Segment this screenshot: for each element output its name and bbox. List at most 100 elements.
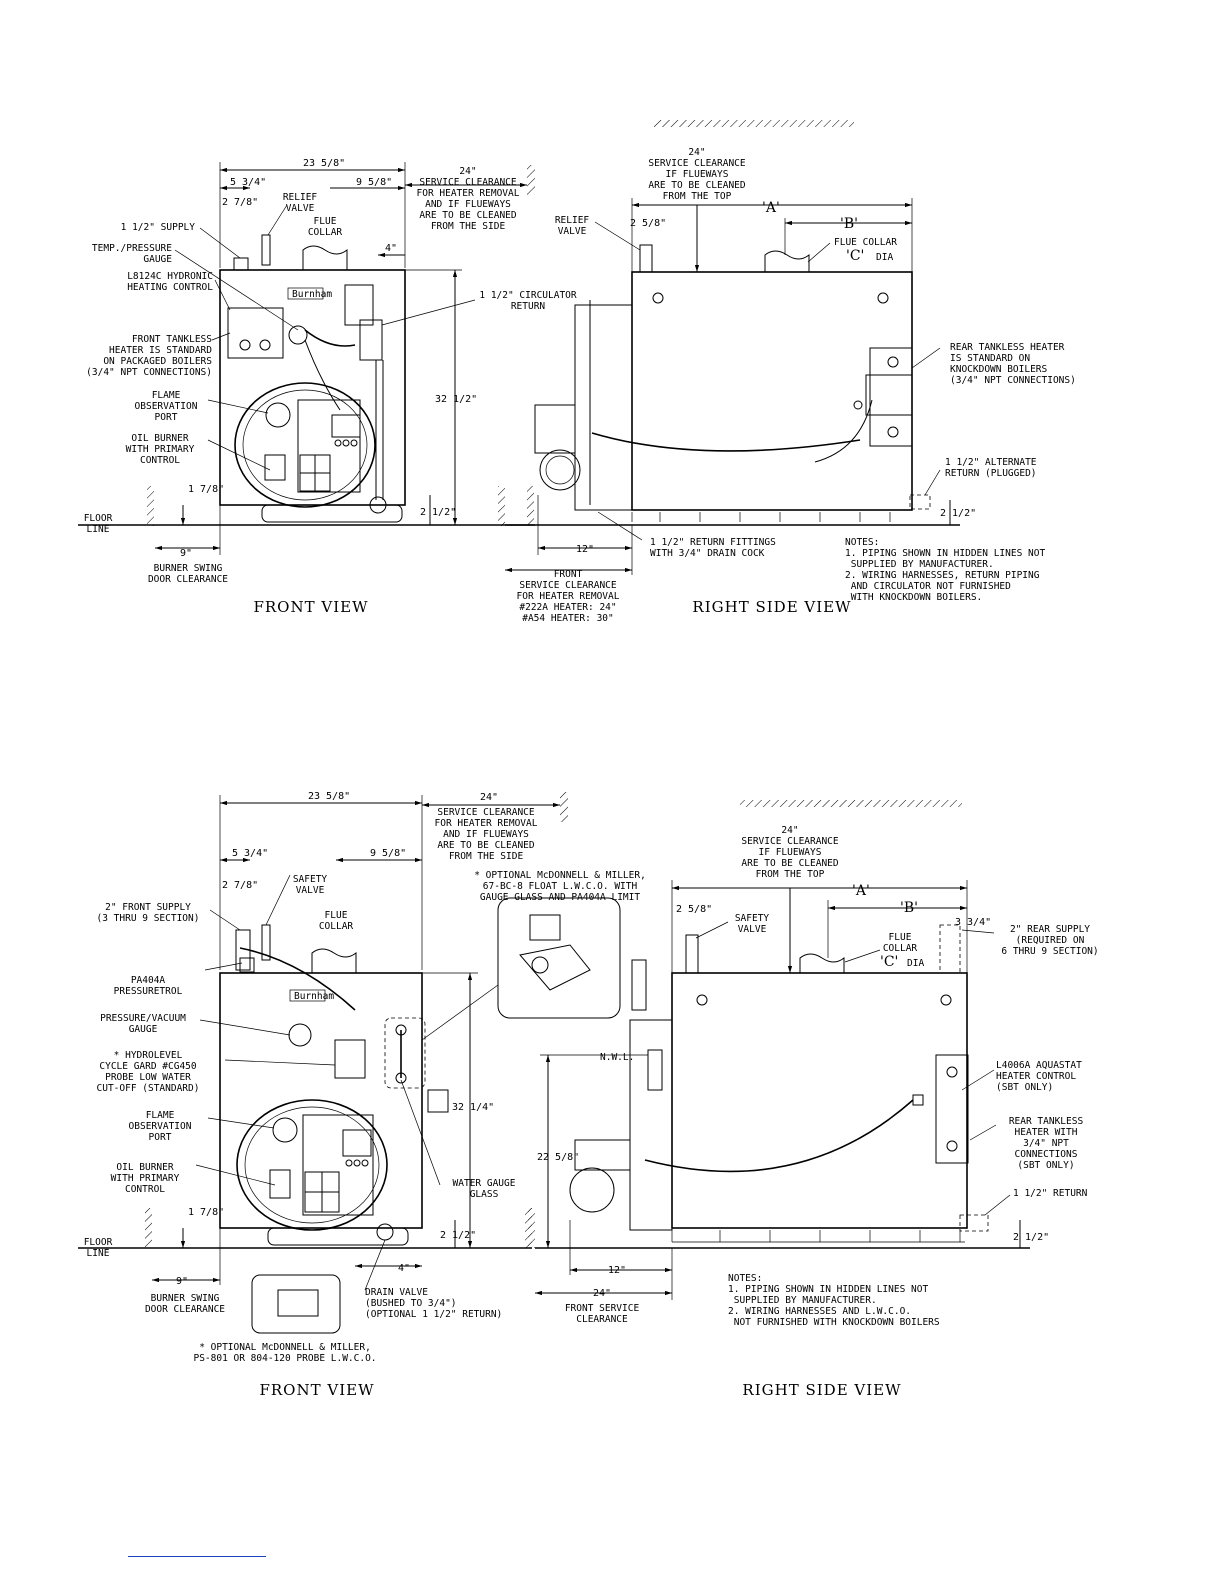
- label-drain-valve: DRAIN VALVE(BUSHED TO 3/4")(OPTIONAL 1 1…: [365, 1287, 502, 1320]
- dim-swing: 9": [176, 1276, 188, 1287]
- burner-door: [234, 382, 376, 508]
- burner-motor: [569, 1167, 615, 1213]
- dim-d: 4": [385, 243, 397, 254]
- dim-base-side: 2 1/2": [940, 508, 976, 519]
- flame-port: [272, 1117, 298, 1143]
- label-supply: 1 1/2" SUPPLY: [121, 222, 196, 233]
- title-bottom-front-view: FRONT VIEW: [259, 1381, 374, 1399]
- front-supply-pipe: [235, 929, 251, 971]
- label-return: 1 1/2" RETURN: [1013, 1188, 1088, 1199]
- title-bottom-side-view: RIGHT SIDE VIEW: [742, 1381, 901, 1399]
- dim-a: 5 3/4": [232, 848, 268, 859]
- flue-collar: [311, 948, 357, 974]
- label-nwl: N.W.L.: [600, 1052, 634, 1063]
- footer-rule: [128, 1556, 266, 1557]
- title-top-side-view: RIGHT SIDE VIEW: [692, 598, 851, 616]
- dim-floor-gap: 1 7/8": [188, 1207, 224, 1218]
- dim-c: 9 5/8": [356, 177, 392, 188]
- bottom-side-view: 2 5/8" 3 3/4" 'A' 'B' 'C' DIA 22 5/8" 12…: [528, 800, 1099, 1399]
- relief-valve-side: [639, 244, 653, 273]
- rear-supply: [939, 924, 961, 974]
- ceiling-hatch: [740, 800, 962, 807]
- wall-hatch: [147, 486, 154, 526]
- flue-collar: [302, 245, 348, 271]
- pressuretrol: [239, 957, 255, 973]
- dim-base: 2 1/2": [440, 1230, 476, 1241]
- label-front-supply: 2" FRONT SUPPLY(3 THRU 9 SECTION): [97, 902, 200, 924]
- dim-width: 23 5/8": [303, 158, 345, 169]
- wiring-harness: [644, 1099, 914, 1173]
- burner-motor: [539, 449, 581, 491]
- flue-collar-side: [799, 953, 845, 974]
- dim-C: 'C': [846, 248, 864, 264]
- dim-A: 'A': [852, 883, 870, 899]
- wall-hatch: [527, 165, 535, 195]
- oil-burner: [297, 399, 361, 493]
- boiler-jacket: [219, 269, 406, 506]
- label-flue-collar-side: FLUE COLLAR: [834, 237, 897, 248]
- bottom-front-view: Burnham 23 5/8" 24" 5: [78, 791, 646, 1399]
- hydrolevel-cutoff: [334, 1039, 366, 1079]
- label-dia: DIA: [907, 958, 924, 969]
- dim-C: 'C': [880, 954, 898, 970]
- dim-drain: 4": [398, 1263, 410, 1274]
- dim-height: 32 1/2": [435, 394, 477, 405]
- lwco-side: [647, 1049, 663, 1091]
- dim-service: 24": [480, 792, 498, 803]
- wall-hatch: [560, 792, 568, 822]
- dim-service-side: 24": [593, 1288, 611, 1299]
- burner-assembly-side: [629, 1019, 673, 1231]
- burner-assembly-side: [574, 304, 633, 511]
- aquastat: [912, 1094, 924, 1106]
- temp-pressure-gauge: [288, 325, 308, 345]
- label-mcd-probe: * OPTIONAL McDONNELL & MILLER,PS-801 OR …: [193, 1342, 376, 1364]
- wall-hatch: [527, 486, 534, 526]
- flame-port: [265, 402, 291, 428]
- circulator: [359, 319, 383, 361]
- dim-width: 23 5/8": [308, 791, 350, 802]
- label-dia: DIA: [876, 252, 893, 263]
- dim-B: 'B': [900, 900, 918, 916]
- supply-pipe: [233, 257, 249, 271]
- notes-bottom: NOTES:1. PIPING SHOWN IN HIDDEN LINES NO…: [728, 1273, 940, 1328]
- rear-tankless-heater: [935, 1054, 969, 1164]
- pressure-vacuum-gauge: [288, 1023, 312, 1047]
- brand-badge: Burnham: [292, 289, 332, 300]
- top-side-view: 2 5/8" 'A' 'B' 'C' DIA 12" 2 1/2" 24"SER…: [498, 120, 1076, 624]
- wall-hatch: [145, 1208, 152, 1248]
- dim-B: 'B': [840, 216, 858, 232]
- optional-probe-lwco-detail: [251, 1274, 341, 1334]
- dim-swing: 9": [180, 548, 192, 559]
- dim-a: 5 3/4": [230, 177, 266, 188]
- dim-floor-gap: 1 7/8": [188, 484, 224, 495]
- dim-front: 12": [608, 1265, 626, 1276]
- flue-collar-side: [764, 250, 810, 273]
